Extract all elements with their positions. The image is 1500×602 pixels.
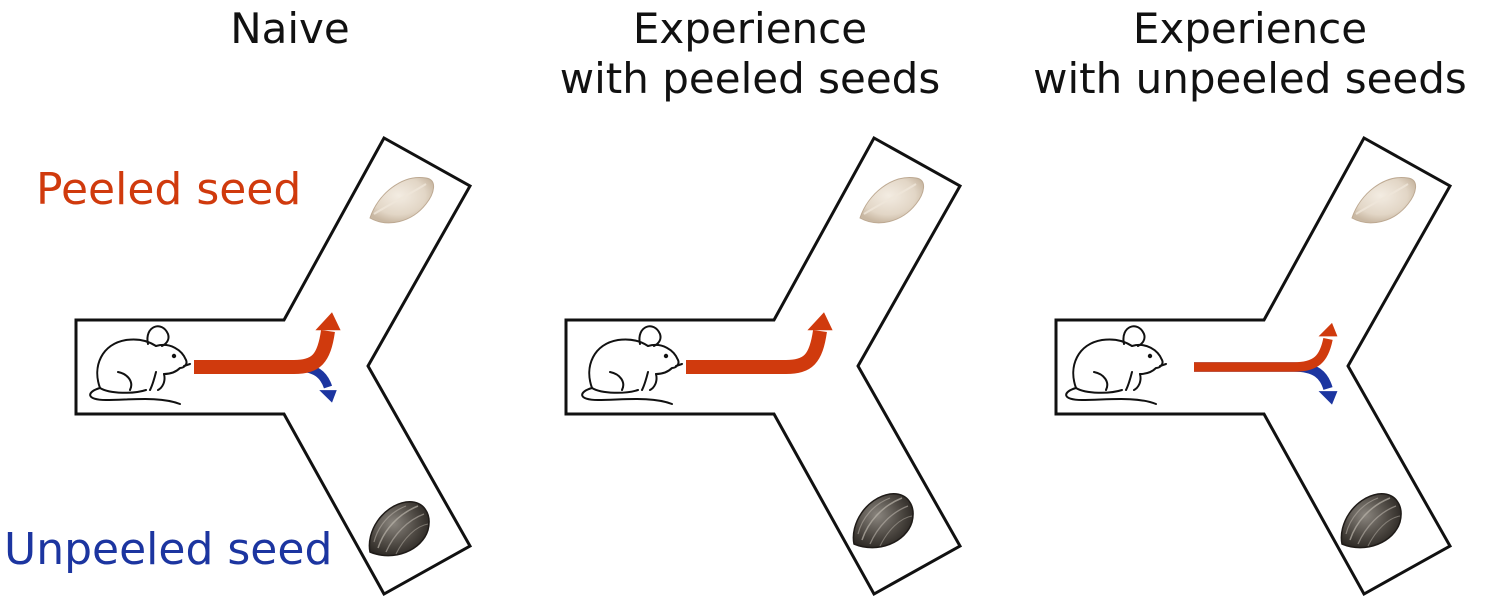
title-line-1: Naive — [230, 4, 350, 53]
peeled-choice-arrow — [194, 329, 335, 374]
peeled-choice-arrow — [1194, 337, 1333, 372]
title-line-1: Experience — [632, 4, 868, 53]
title-line-1: Experience — [1132, 4, 1368, 53]
peeled-choice-arrow-head — [315, 312, 341, 331]
label-peeled-seed: Peeled seed — [36, 164, 302, 215]
panel-title-peeled-experience: Experience with peeled seeds — [520, 4, 980, 104]
choice-arrows — [686, 312, 833, 374]
title-line-2: with unpeeled seeds — [1033, 54, 1467, 103]
maze-panel-unpeeled-experience — [1054, 135, 1453, 597]
maze-panel-peeled-experience — [564, 135, 963, 597]
maze-panel-naive — [74, 135, 473, 597]
peeled-choice-arrow-head — [1318, 322, 1338, 337]
title-line-2: with peeled seeds — [559, 54, 941, 103]
choice-arrows — [1194, 322, 1338, 405]
label-unpeeled-seed: Unpeeled seed — [4, 524, 333, 575]
unpeeled-choice-arrow-head — [1318, 391, 1338, 405]
panel-title-unpeeled-experience: Experience with unpeeled seeds — [1010, 4, 1490, 104]
choice-arrows — [194, 312, 341, 403]
peeled-choice-arrow-head — [807, 312, 833, 331]
peeled-choice-arrow — [686, 329, 827, 374]
unpeeled-choice-arrow-head — [319, 390, 337, 403]
panel-title-naive: Naive — [140, 4, 440, 54]
